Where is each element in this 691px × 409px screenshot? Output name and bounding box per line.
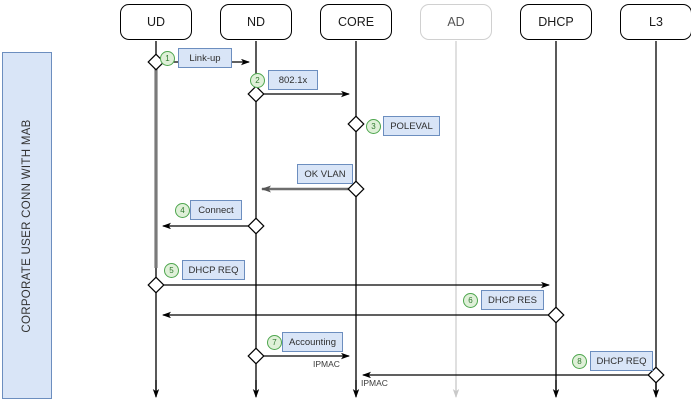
message-label-accounting-text: Accounting (289, 336, 337, 348)
step-badge-5-number: 5 (169, 265, 174, 275)
message-arrow-4 (162, 217, 265, 235)
message-label-dhcp-req-l3[interactable]: DHCP REQ (590, 351, 653, 371)
step-badge-2-number: 2 (255, 75, 260, 85)
step-badge-4-number: 4 (180, 205, 185, 215)
message-arrow-6 (162, 306, 565, 324)
message-label-connect[interactable]: Connect (190, 200, 242, 220)
message-label-dhcp-res[interactable]: DHCP RES (481, 290, 544, 310)
message-arrow-5 (147, 276, 550, 294)
message-label-ok-vlan-text: OK VLAN (304, 168, 346, 180)
lifeline-header-ud[interactable]: UD (120, 4, 192, 40)
message-label-8021x-text: 802.1x (278, 74, 308, 86)
step-badge-3: 3 (366, 119, 381, 134)
message-arrow-ok-vlan (261, 180, 365, 198)
step-badge-5: 5 (164, 263, 179, 278)
step-badge-6: 6 (463, 293, 478, 308)
annotation-ipmac-upper: IPMAC (313, 359, 340, 369)
step-badge-7-number: 7 (272, 337, 277, 347)
lifeline-header-nd[interactable]: ND (220, 4, 292, 40)
lifeline-header-l3-label: L3 (649, 15, 663, 29)
message-arrow-3 (347, 115, 365, 133)
message-label-ok-vlan[interactable]: OK VLAN (297, 164, 353, 184)
lifeline-header-ud-label: UD (146, 15, 166, 29)
lifeline-header-dhcp[interactable]: DHCP (520, 4, 592, 40)
step-badge-3-number: 3 (371, 121, 376, 131)
lifeline-header-core-label: CORE (337, 15, 375, 29)
diagram-title-panel: CORPORATE USER CONN WITH MAB (2, 52, 52, 399)
message-label-dhcp-res-text: DHCP RES (488, 294, 537, 306)
lifeline-header-nd-label: ND (246, 15, 266, 29)
lifeline-header-ad-label: AD (447, 15, 465, 29)
step-badge-1: 1 (160, 51, 175, 66)
diagram-title-text: CORPORATE USER CONN WITH MAB (21, 118, 33, 333)
lifeline-header-dhcp-label: DHCP (538, 15, 574, 29)
message-label-8021x[interactable]: 802.1x (268, 70, 318, 90)
message-label-dhcp-req-ud[interactable]: DHCP REQ (182, 260, 245, 280)
message-label-poleval[interactable]: POLEVAL (383, 116, 440, 136)
step-badge-4: 4 (175, 203, 190, 218)
message-label-link-up[interactable]: Link-up (178, 48, 232, 68)
step-badge-7: 7 (267, 335, 282, 350)
message-label-link-up-text: Link-up (189, 52, 221, 64)
lifeline-header-l3[interactable]: L3 (620, 4, 691, 40)
step-badge-6-number: 6 (468, 295, 473, 305)
annotation-ipmac-lower: IPMAC (361, 378, 388, 388)
step-badge-1-number: 1 (165, 53, 170, 63)
message-label-dhcp-req-ud-text: DHCP REQ (188, 264, 239, 276)
step-badge-2: 2 (250, 73, 265, 88)
message-arrow-2 (247, 85, 350, 103)
message-arrow-7 (247, 347, 350, 365)
lifeline-header-core[interactable]: CORE (320, 4, 392, 40)
message-label-accounting[interactable]: Accounting (282, 332, 343, 352)
lifeline-header-ad[interactable]: AD (420, 4, 492, 40)
message-label-dhcp-req-l3-text: DHCP REQ (596, 355, 647, 367)
step-badge-8: 8 (572, 354, 587, 369)
step-badge-8-number: 8 (577, 356, 582, 366)
message-label-poleval-text: POLEVAL (390, 120, 433, 132)
message-arrow-8 (362, 366, 665, 384)
message-label-connect-text: Connect (198, 204, 234, 216)
